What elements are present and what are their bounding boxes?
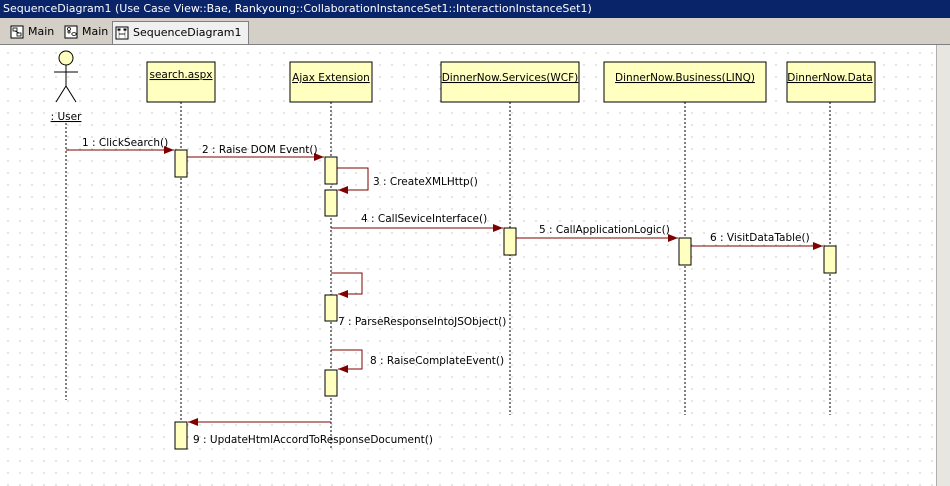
object-label: DinnerNow.Services(WCF) xyxy=(442,72,579,84)
activation-search-aspx-2 xyxy=(174,421,188,450)
message-label-8: 8 : RaiseComplateEvent() xyxy=(370,355,504,367)
actor-label: : User xyxy=(51,111,82,123)
message-label-9: 9 : UpdateHtmlAccordToResponseDocument() xyxy=(193,434,433,446)
object-search-aspx[interactable]: search.aspx xyxy=(146,61,216,103)
tab-sequence-diagram[interactable]: SequenceDiagram1 xyxy=(112,21,249,44)
use-case-diagram-icon xyxy=(64,25,78,39)
activation-ajax-3 xyxy=(324,294,338,322)
tab-label: Main xyxy=(28,25,55,38)
object-label: DinnerNow.Data xyxy=(787,72,872,84)
object-data[interactable]: DinnerNow.Data xyxy=(786,61,876,103)
activation-ajax-2 xyxy=(324,189,338,217)
activation-search-aspx-1 xyxy=(174,149,188,178)
tab-main-class[interactable]: Main xyxy=(8,22,54,42)
actor-right-leg xyxy=(65,85,77,103)
message-arrow-3 xyxy=(337,167,369,194)
tab-main-usecase[interactable]: Main xyxy=(62,22,108,42)
activation-business-1 xyxy=(678,237,692,266)
message-label-7: 7 : ParseResponseIntoJSObject() xyxy=(338,316,506,328)
message-label-3: 3 : CreateXMLHttp() xyxy=(373,176,478,188)
object-label: DinnerNow.Business(LINQ) xyxy=(615,72,755,84)
actor-left-leg xyxy=(55,85,67,103)
actor-user[interactable] xyxy=(54,50,78,103)
activation-services-1 xyxy=(503,227,517,256)
object-services-wcf[interactable]: DinnerNow.Services(WCF) xyxy=(440,61,580,103)
tab-label: Main xyxy=(82,25,109,38)
message-label-1: 1 : ClickSearch() xyxy=(82,137,168,149)
window-title: SequenceDiagram1 (Use Case View::Bae, Ra… xyxy=(0,0,950,18)
diagram-tab-bar: Main Main SequenceDiagram1 xyxy=(0,18,950,45)
activation-data-1 xyxy=(823,245,837,274)
activation-ajax-4 xyxy=(324,369,338,397)
vertical-scrollbar[interactable] xyxy=(936,45,950,486)
object-ajax-extension[interactable]: Ajax Extension xyxy=(289,61,373,103)
sequence-diagram-icon xyxy=(115,26,129,40)
message-arrow-7 xyxy=(331,272,363,298)
object-business-linq[interactable]: DinnerNow.Business(LINQ) xyxy=(603,61,767,103)
actor-head xyxy=(58,50,74,66)
diagram-canvas[interactable]: : User search.aspx Ajax Extension Dinner… xyxy=(0,45,936,486)
message-label-6: 6 : VisitDataTable() xyxy=(710,232,810,244)
activation-ajax-1 xyxy=(324,156,338,185)
class-diagram-icon xyxy=(10,25,24,39)
message-arrow-8 xyxy=(331,349,363,373)
tab-label: SequenceDiagram1 xyxy=(133,26,242,39)
object-label: Ajax Extension xyxy=(292,72,370,84)
message-label-4: 4 : CallSeviceInterface() xyxy=(361,213,487,225)
message-label-5: 5 : CallApplicationLogic() xyxy=(539,224,670,236)
message-label-2: 2 : Raise DOM Event() xyxy=(202,144,318,156)
object-label: search.aspx xyxy=(150,69,213,81)
